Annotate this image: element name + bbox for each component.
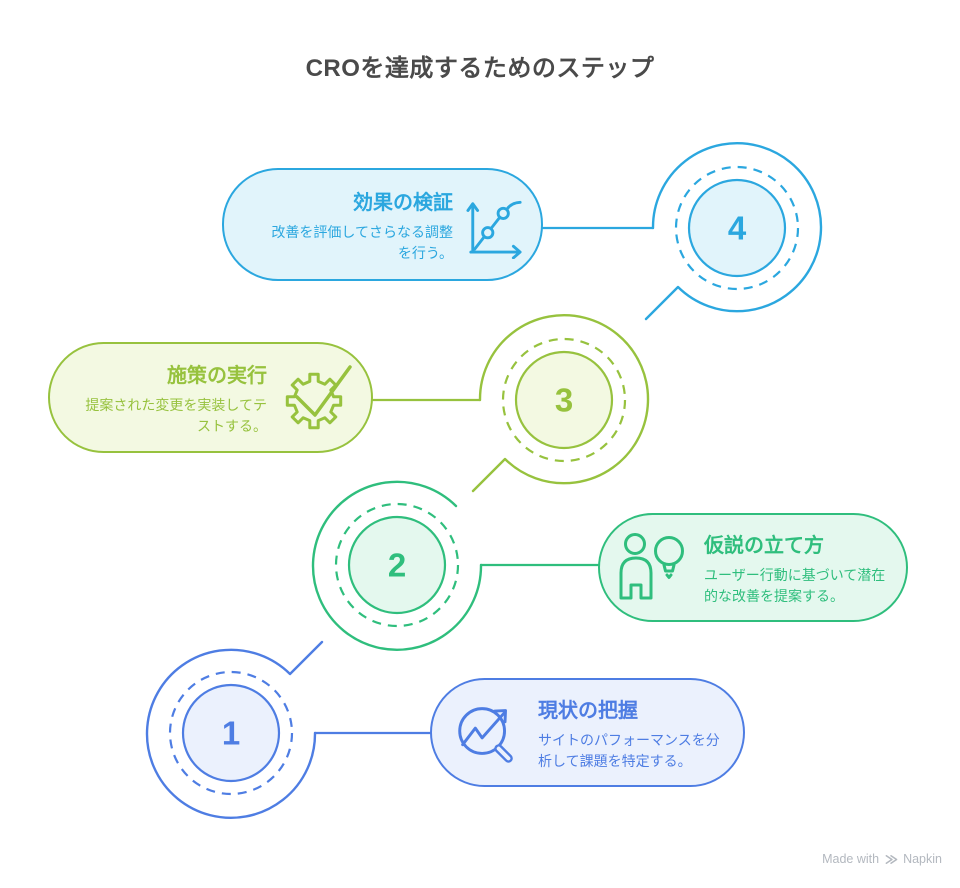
step-2-spiral — [311, 480, 600, 651]
page-title: CROを達成するためのステップ — [305, 55, 655, 82]
step-card-description: 提案された変更を実装してテストする。 — [85, 396, 267, 434]
magnifier-handle-inner — [496, 746, 511, 760]
lightbulb-tip — [665, 573, 673, 579]
step-3-dashed-ring — [501, 337, 627, 463]
step-3-inner-circle — [514, 350, 614, 450]
chart-trend-segment — [489, 215, 502, 230]
trend-arrowhead — [493, 708, 507, 723]
step-4-outer-ring-with-tail — [644, 142, 823, 321]
chart-x-arrowhead — [511, 244, 522, 259]
person-head — [624, 532, 646, 555]
checkmark — [295, 364, 352, 417]
step-1-dashed-ring — [168, 670, 294, 796]
brand-text: Napkin — [903, 852, 942, 866]
step-2-number: 2 — [387, 546, 407, 584]
made-with-text: Made with — [822, 852, 880, 866]
step-card-2-text: 仮説の立て方 ユーザー行動に基づいて潜在的な改善を提案する。 — [704, 529, 889, 607]
step-1-spiral — [145, 640, 432, 819]
gear-outline — [285, 372, 343, 429]
step-card-3-text: 施策の実行 提案された変更を実装してテストする。 — [79, 359, 267, 437]
step-card-1-text: 現状の把握 サイトのパフォーマンスを分析して課題を特定する。 — [538, 694, 726, 772]
chart-point-low — [481, 225, 495, 239]
step-1-outer-ring-with-tail — [145, 640, 324, 819]
step-card-4-text: 効果の検証 改善を評価してさらなる調整を行う。 — [265, 186, 453, 264]
chart-trend-tail — [505, 200, 522, 210]
step-3-spiral — [371, 314, 650, 493]
lightbulb-globe — [654, 535, 684, 566]
step-card-2: 仮説の立て方 ユーザー行動に基づいて潜在的な改善を提案する。 — [598, 513, 908, 622]
made-with-napkin-badge: Made with Napkin — [822, 852, 942, 866]
magnifier-lens — [458, 706, 506, 755]
chart-y-arrowhead — [466, 201, 480, 212]
step-card-4: 効果の検証 改善を評価してさらなる調整を行う。 — [222, 168, 543, 281]
step-3-number: 3 — [554, 381, 574, 419]
step-card-3: 施策の実行 提案された変更を実装してテストする。 — [48, 342, 373, 453]
step-card-title: 仮説の立て方 — [704, 534, 824, 557]
magnifier-trend-icon — [458, 706, 513, 763]
step-4-inner-circle — [687, 178, 787, 278]
lightbulb-base — [662, 563, 676, 572]
chart-growth-icon — [466, 200, 522, 259]
step-4-dashed-ring — [674, 165, 800, 291]
step-3-outer-ring-with-tail — [471, 314, 650, 493]
chart-trend-segment — [473, 234, 486, 251]
trend-zigzag — [461, 710, 506, 746]
step-4-number: 4 — [727, 209, 747, 247]
step-card-description: ユーザー行動に基づいて潜在的な改善を提案する。 — [704, 566, 886, 604]
step-card-title: 施策の実行 — [167, 364, 267, 387]
step-card-description: サイトのパフォーマンスを分析して課題を特定する。 — [538, 731, 720, 769]
step-card-description: 改善を評価してさらなる調整を行う。 — [271, 223, 453, 261]
person-lightbulb-icon — [619, 532, 684, 599]
person-body — [619, 556, 653, 599]
step-2-inner-circle — [347, 515, 447, 615]
step-1-inner-circle — [181, 683, 281, 783]
step-card-title: 効果の検証 — [353, 191, 453, 214]
napkin-logo-icon — [885, 854, 898, 864]
chart-point-high — [496, 206, 510, 220]
gear-check-icon — [285, 364, 352, 429]
step-4-spiral — [541, 142, 823, 321]
step-2-outer-ring — [311, 480, 483, 651]
step-card-1: 現状の把握 サイトのパフォーマンスを分析して課題を特定する。 — [430, 678, 745, 787]
step-card-title: 現状の把握 — [538, 699, 638, 722]
step-2-dashed-ring — [334, 502, 460, 628]
step-1-number: 1 — [221, 714, 241, 752]
